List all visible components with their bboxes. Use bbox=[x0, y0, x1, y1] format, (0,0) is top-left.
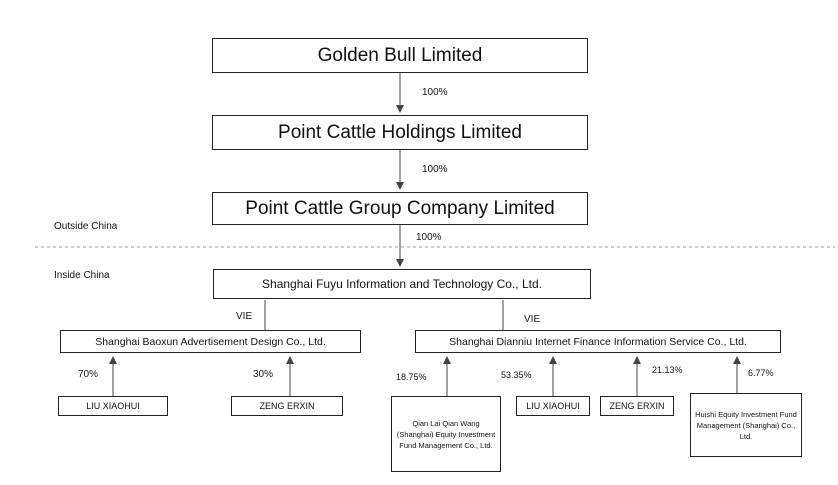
entity-shanghai-fuyu: Shanghai Fuyu Information and Technology… bbox=[213, 269, 591, 299]
pct-group-fuyu: 100% bbox=[416, 232, 442, 243]
entity-point-cattle-holdings-label: Point Cattle Holdings Limited bbox=[278, 121, 522, 143]
pct-holdings-group: 100% bbox=[422, 164, 448, 175]
shareholder-liu-xiaohui-left-label: LIU XIAOHUI bbox=[86, 401, 140, 411]
shareholder-zeng-erxin-left-label: ZENG ERXIN bbox=[259, 401, 315, 411]
entity-shanghai-baoxun: Shanghai Baoxun Advertisement Design Co.… bbox=[60, 330, 361, 353]
region-outside-china: Outside China bbox=[54, 221, 118, 232]
shareholder-huishi-equity: Huishi Equity Investment Fund Management… bbox=[690, 393, 802, 457]
pct-zeng-baoxun: 30% bbox=[253, 369, 274, 380]
shareholder-qian-lai-qian-wang-label: Qian Lai Qian Wang (Shanghai) Equity Inv… bbox=[396, 418, 496, 450]
pct-liu-dianniu: 53.35% bbox=[501, 370, 532, 380]
shareholder-zeng-erxin-right: ZENG ERXIN bbox=[600, 396, 674, 416]
pct-golden-holdings: 100% bbox=[422, 87, 448, 98]
shareholder-zeng-erxin-left: ZENG ERXIN bbox=[231, 396, 343, 416]
entity-point-cattle-group: Point Cattle Group Company Limited bbox=[212, 192, 588, 225]
pct-huishi-dianniu: 6.77% bbox=[748, 368, 774, 378]
region-inside-china: Inside China bbox=[54, 270, 110, 281]
entity-shanghai-baoxun-label: Shanghai Baoxun Advertisement Design Co.… bbox=[95, 335, 326, 348]
entity-shanghai-dianniu-label: Shanghai Dianniu Internet Finance Inform… bbox=[449, 335, 747, 348]
shareholder-liu-xiaohui-right-label: LIU XIAOHUI bbox=[526, 401, 580, 411]
entity-point-cattle-holdings: Point Cattle Holdings Limited bbox=[212, 115, 588, 150]
pct-qianlai-dianniu: 18.75% bbox=[396, 372, 427, 382]
entity-shanghai-fuyu-label: Shanghai Fuyu Information and Technology… bbox=[262, 277, 542, 291]
shareholder-liu-xiaohui-right: LIU XIAOHUI bbox=[516, 396, 590, 416]
shareholder-huishi-equity-label: Huishi Equity Investment Fund Management… bbox=[695, 409, 797, 441]
entity-shanghai-dianniu: Shanghai Dianniu Internet Finance Inform… bbox=[415, 330, 781, 353]
entity-golden-bull-label: Golden Bull Limited bbox=[317, 44, 483, 66]
shareholder-zeng-erxin-right-label: ZENG ERXIN bbox=[609, 401, 665, 411]
entity-golden-bull: Golden Bull Limited bbox=[212, 38, 588, 73]
vie-label-right: VIE bbox=[524, 314, 541, 325]
vie-label-left: VIE bbox=[236, 311, 253, 322]
shareholder-qian-lai-qian-wang: Qian Lai Qian Wang (Shanghai) Equity Inv… bbox=[391, 396, 501, 472]
entity-point-cattle-group-label: Point Cattle Group Company Limited bbox=[245, 197, 555, 219]
pct-zeng-dianniu: 21.13% bbox=[652, 365, 683, 375]
pct-liu-baoxun: 70% bbox=[78, 369, 99, 380]
shareholder-liu-xiaohui-left: LIU XIAOHUI bbox=[58, 396, 168, 416]
